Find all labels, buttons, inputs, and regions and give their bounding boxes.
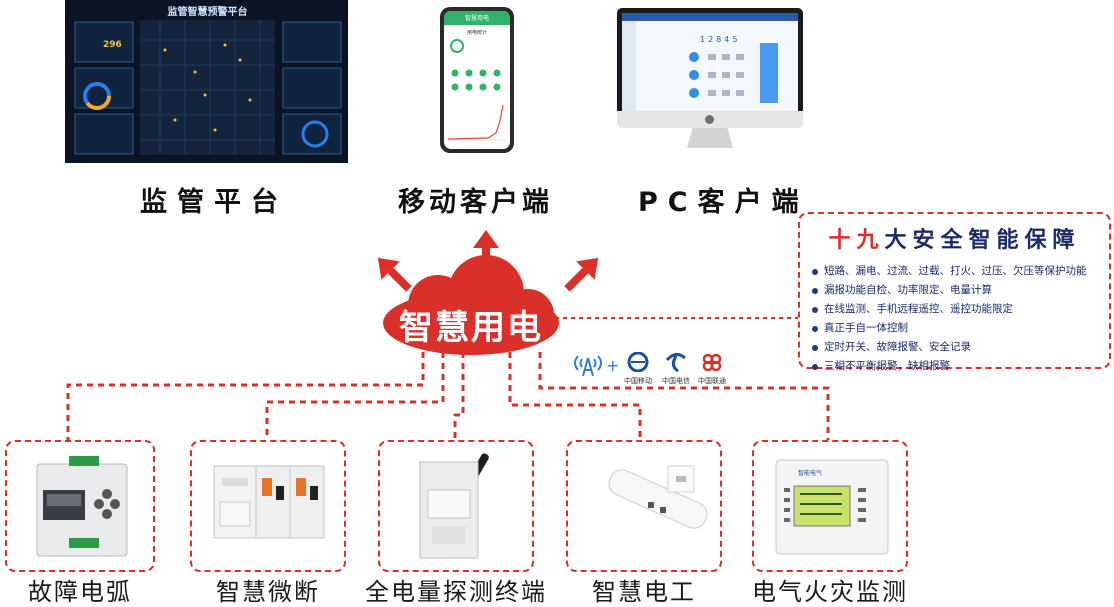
dashboard-map-graphic	[65, 0, 348, 163]
phone-screen: 智慧用电 用电统计	[444, 11, 510, 149]
apple-logo-icon	[705, 115, 714, 124]
antenna-icon	[574, 355, 602, 377]
device-box-arc-fault	[5, 440, 155, 572]
power-terminal-device-image	[419, 453, 489, 559]
carrier-plus: +	[606, 356, 620, 375]
cloud-shape	[383, 255, 559, 355]
features-title-highlight: 十九	[828, 228, 885, 253]
cloud-label: 智慧用电	[399, 308, 543, 348]
app-header-title: 智慧用电	[464, 15, 489, 22]
device-box-fire-monitor: 智能电气	[752, 440, 908, 572]
screen-title: 监管智慧预警平台	[167, 7, 248, 18]
device-box-power-terminal	[378, 440, 534, 572]
feature-item: 定时开关、故障报警、安全记录	[810, 338, 1099, 357]
pc-sidebar	[622, 21, 636, 111]
app-icon-grid	[451, 69, 501, 91]
feature-item: 真正手自一体控制	[810, 319, 1099, 338]
fire-monitor-brand: 智能电气	[798, 470, 823, 477]
pc-number: 12845	[700, 35, 741, 44]
china-mobile-logo: 中国移动	[618, 351, 658, 386]
feature-item: 三相不平衡报警，缺相报警	[810, 357, 1099, 376]
arc-fault-device-image	[36, 456, 128, 557]
supervision-platform-screen: 监管智慧预警平台 296	[65, 0, 348, 163]
china-mobile-icon	[627, 351, 649, 373]
monitor-stand	[687, 128, 733, 148]
arrow-to-supervision	[377, 257, 412, 292]
supervision-platform-label: 监管平台	[140, 187, 288, 218]
device-box-smart-electrician	[566, 440, 722, 572]
mobile-client-label: 移动客户端	[398, 187, 553, 218]
device-label-arc-fault: 故障电弧	[28, 578, 132, 606]
device-label-power-terminal: 全电量探测终端	[365, 578, 547, 606]
feature-item: 漏报功能自检、功率限定、电量计算	[810, 281, 1099, 300]
mobile-phone: 智慧用电 用电统计	[440, 7, 514, 153]
china-mobile-name: 中国移动	[624, 377, 652, 385]
features-panel: 十九大安全智能保障 短路、漏电、过流、过载、打火、过压、欠压等保护功能 漏报功能…	[798, 212, 1111, 372]
feature-item: 短路、漏电、过流、过载、打火、过压、欠压等保护功能	[810, 262, 1099, 281]
device-box-smart-breaker	[190, 440, 346, 572]
device-label-smart-breaker: 智慧微断	[216, 578, 320, 606]
app-header	[444, 11, 510, 25]
device-label-fire-monitor: 电气火灾监测	[752, 578, 908, 606]
china-telecom-logo: 中国电信	[656, 352, 696, 386]
china-unicom-name: 中国联通	[698, 377, 726, 385]
screen-number: 296	[103, 40, 122, 50]
monitor-screen: 12845	[622, 13, 798, 111]
china-unicom-icon	[702, 353, 722, 372]
fire-monitor-device-image	[775, 459, 889, 555]
pc-icon-grid	[689, 52, 744, 98]
feature-item: 在线监测、手机远程遥控、遥控功能限定	[810, 300, 1099, 319]
features-list: 短路、漏电、过流、过载、打火、过压、欠压等保护功能 漏报功能自检、功率限定、电量…	[810, 262, 1099, 376]
device-label-smart-electrician: 智慧电工	[592, 578, 696, 606]
smart-breaker-device-image	[213, 465, 325, 539]
pc-header-bar	[622, 13, 798, 21]
features-title: 十九大安全智能保障	[810, 222, 1099, 254]
smart-electrician-device-image	[608, 465, 708, 529]
china-telecom-name: 中国电信	[662, 377, 690, 385]
app-gauge-icon	[450, 39, 464, 53]
china-telecom-icon	[665, 353, 686, 373]
pc-client-label: PC客户端	[638, 187, 809, 218]
pc-side-panel	[760, 43, 778, 103]
arrow-to-pc	[564, 257, 599, 292]
china-unicom-logo: 中国联通	[692, 352, 732, 386]
features-title-main: 大安全智能保障	[884, 228, 1081, 253]
app-chart	[448, 104, 506, 141]
pc-monitor: 12845	[617, 8, 803, 151]
app-section-title: 用电统计	[466, 30, 487, 36]
